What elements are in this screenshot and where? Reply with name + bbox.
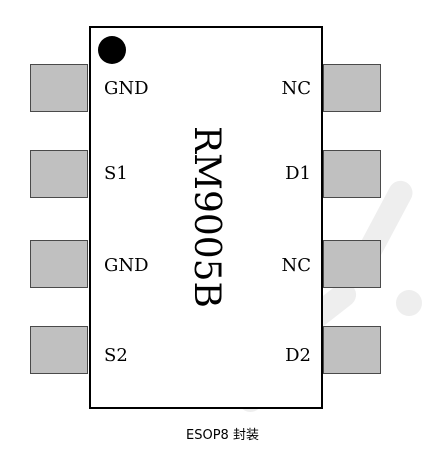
pin-label-right-3: NC	[281, 255, 311, 276]
pin-right-4	[323, 326, 381, 374]
pin-left-3	[30, 240, 88, 288]
pin-label-right-4: D2	[285, 345, 311, 366]
pin-label-left-4: S2	[104, 345, 128, 366]
pin-left-4	[30, 326, 88, 374]
pin-right-3	[323, 240, 381, 288]
pin1-indicator-dot	[98, 36, 126, 64]
pin-right-2	[323, 150, 381, 198]
pin-label-left-3: GND	[104, 255, 149, 276]
pin-label-left-1: GND	[104, 78, 149, 99]
chip-body	[89, 26, 323, 409]
pin-label-left-2: S1	[104, 163, 128, 184]
pin-right-1	[323, 64, 381, 112]
part-number: RM9005B	[186, 125, 227, 309]
pin-left-1	[30, 64, 88, 112]
pin-label-right-2: D1	[285, 163, 311, 184]
pin-left-2	[30, 150, 88, 198]
pin-label-right-1: NC	[281, 78, 311, 99]
watermark-dot	[396, 290, 422, 316]
package-caption: ESOP8 封装	[186, 428, 259, 443]
